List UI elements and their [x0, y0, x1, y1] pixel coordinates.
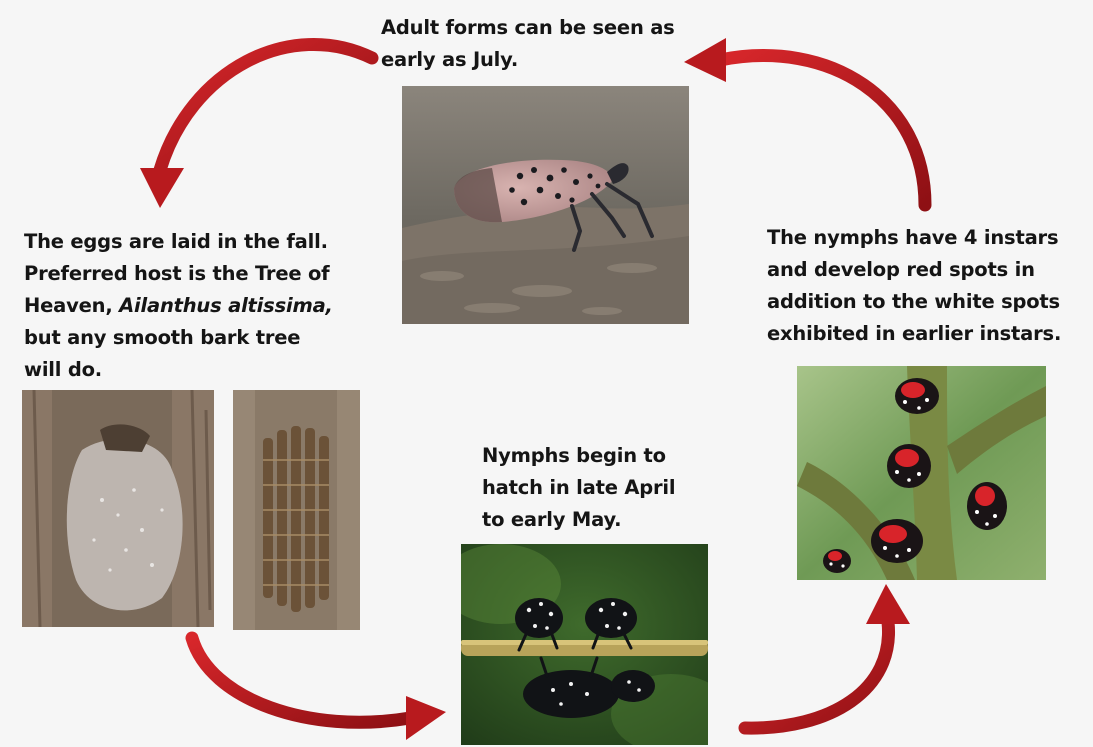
arrow-eggs-to-hatch: [192, 638, 446, 740]
adult-caption: Adult forms can be seen as early as July…: [381, 12, 675, 76]
adult-caption-line-2: early as July.: [381, 44, 675, 76]
hatch-caption-line-3: to early May.: [482, 504, 675, 536]
hatchling-nymphs-photo: [461, 544, 708, 745]
nymphs-caption-line-4: exhibited in earlier instars.: [767, 318, 1061, 350]
eggs-caption: The eggs are laid in the fall. Preferred…: [24, 226, 333, 386]
adult-lanternfly-photo: [402, 86, 689, 324]
nymphs-caption-line-3: addition to the white spots: [767, 286, 1061, 318]
eggs-caption-line-2: Preferred host is the Tree of: [24, 258, 333, 290]
eggs-caption-line-5: will do.: [24, 354, 333, 386]
hatch-caption-line-2: hatch in late April: [482, 472, 675, 504]
red-nymphs-photo: [797, 366, 1046, 580]
eggs-caption-species: Ailanthus altissima,: [119, 294, 333, 317]
eggs-caption-line-1: The eggs are laid in the fall.: [24, 226, 333, 258]
arrow-nymphs-to-adult: [684, 38, 925, 205]
adult-caption-line-1: Adult forms can be seen as: [381, 12, 675, 44]
hatch-caption-line-1: Nymphs begin to: [482, 440, 675, 472]
eggs-caption-line-3: Heaven, Ailanthus altissima,: [24, 290, 333, 322]
hatch-caption: Nymphs begin to hatch in late April to e…: [482, 440, 675, 536]
arrow-hatch-to-nymphs: [745, 584, 910, 728]
egg-mass-covered-photo: [22, 390, 214, 627]
nymphs-caption: The nymphs have 4 instars and develop re…: [767, 222, 1061, 350]
nymphs-caption-line-1: The nymphs have 4 instars: [767, 222, 1061, 254]
eggs-caption-line-3-prefix: Heaven,: [24, 294, 119, 317]
eggs-caption-line-4: but any smooth bark tree: [24, 322, 333, 354]
arrow-adult-to-eggs: [140, 44, 372, 208]
egg-mass-exposed-photo: [233, 390, 360, 630]
nymphs-caption-line-2: and develop red spots in: [767, 254, 1061, 286]
